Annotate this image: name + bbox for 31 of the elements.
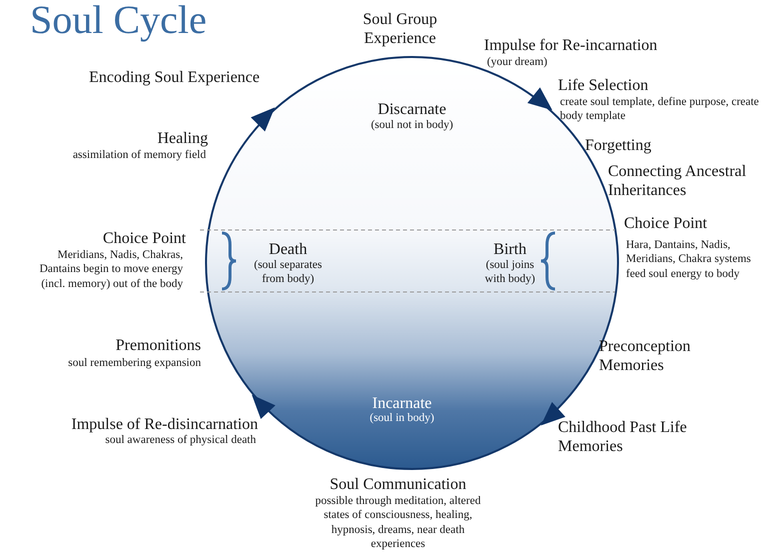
stage-heading: Soul Communication [328, 475, 468, 494]
stage-note: soul awareness of physical death [104, 433, 256, 448]
state-heading: Death [268, 240, 308, 260]
stage-note: soul remembering expansion [67, 356, 201, 370]
stage-heading: Choice Point [102, 229, 186, 248]
stage-heading: Healing [156, 129, 208, 148]
state-heading: Discarnate [376, 100, 448, 120]
stage-note: create soul template, define purpose, create body template [560, 95, 760, 124]
stage-heading: Connecting Ancestral Inheritances [608, 162, 748, 200]
stage-heading: Impulse of Re-disincarnation [70, 415, 258, 434]
stage-note: possible through meditation, altered states of consciousness, healing, hypnosis, dreams, near death experiences [314, 494, 482, 552]
state-note: (soul separates from body) [252, 258, 324, 287]
stage-heading: Encoding Soul Experience [89, 68, 261, 88]
stage-note: (your dream) [487, 55, 548, 70]
stage-note: Meridians, Nadis, Chakras, Dantains begin to move energy (incl. memory) out of the body [38, 248, 183, 292]
stage-heading: Premonitions [114, 336, 201, 356]
state-note: (soul joins with body) [484, 258, 536, 287]
stage-heading: Preconception Memories [599, 337, 692, 376]
state-heading: Birth [492, 240, 528, 260]
stage-heading: Choice Point [624, 214, 708, 234]
stage-heading: Soul Group Experience [362, 10, 438, 48]
state-note: (soul not in body) [370, 118, 454, 132]
stage-note: assimilation of memory field [72, 148, 206, 162]
state-note: (soul in body) [368, 411, 436, 426]
stage-heading: Forgetting [585, 136, 652, 156]
stage-note: Hara, Dantains, Nadis, Meridians, Chakra systems feed soul energy to body [626, 238, 752, 282]
stage-heading: Impulse for Re-incarnation [484, 36, 658, 56]
title: Soul Cycle [30, 0, 207, 43]
state-heading: Incarnate [371, 394, 433, 413]
stage-heading: Life Selection [558, 76, 650, 96]
stage-heading: Childhood Past Life Memories [558, 418, 688, 456]
